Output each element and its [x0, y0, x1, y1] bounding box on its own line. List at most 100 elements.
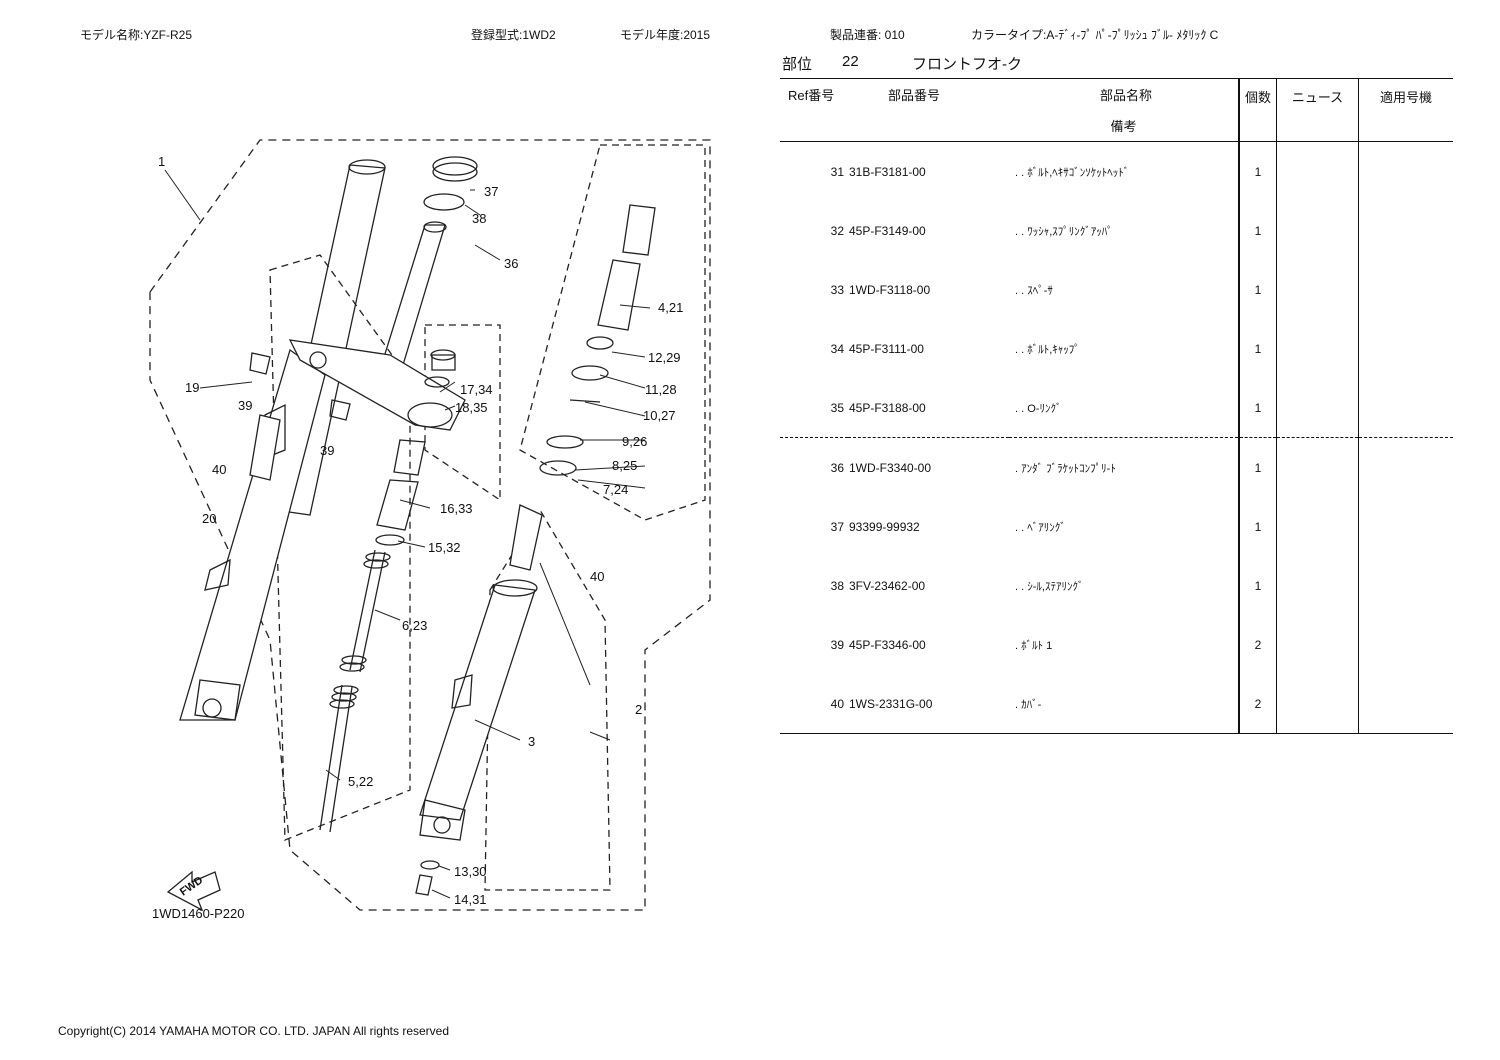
row-quantity: 2 — [1238, 674, 1277, 734]
callout: 11,28 — [645, 382, 677, 397]
callout: 36 — [504, 256, 518, 271]
table-row: 39 45P-F3346-00 . ﾎﾞﾙﾄ 1 2 — [780, 615, 1453, 674]
table-row: 35 45P-F3188-00 . . O-ﾘﾝｸﾞ 1 — [780, 378, 1453, 438]
model-year: モデル年度:2015 — [620, 28, 711, 42]
model-name: モデル名称:YZF-R25 — [80, 28, 193, 42]
table-row: 38 3FV-23462-00 . . ｼ-ﾙ,ｽﾃｱﾘﾝｸﾞ 1 — [780, 556, 1453, 615]
callout: 8,25 — [612, 458, 637, 473]
boundary-damper-group — [519, 144, 706, 521]
damper-rod — [319, 684, 353, 833]
table-row: 40 1WS-2331G-00 . ｶﾊﾞ- 2 — [780, 674, 1453, 734]
row-ref: 37 — [830, 519, 844, 534]
right-fork-outer-tube — [419, 579, 538, 841]
row-part-name: . . ｽﾍﾟ-ｻ — [1015, 284, 1053, 297]
row-ref: 38 — [830, 578, 844, 593]
callout: 40 — [590, 569, 604, 584]
callout: 1 — [158, 154, 165, 169]
table-row: 37 93399-99932 . . ﾍﾞｱﾘﾝｸﾞ 1 — [780, 497, 1453, 556]
registration-type: 登録型式:1WD2 — [471, 28, 556, 42]
row-quantity: 1 — [1238, 556, 1277, 615]
row-quantity: 1 — [1238, 437, 1277, 497]
callout: 19 — [185, 380, 199, 395]
callout: 4,21 — [658, 300, 683, 315]
diagram-code: 1WD1460-P220 — [152, 906, 245, 921]
callout: 37 — [484, 184, 498, 199]
serial-number: 製品連番: 010 — [830, 28, 905, 42]
row-part-number: 45P-F3111-00 — [849, 341, 924, 356]
leader-lines — [164, 169, 651, 899]
row-part-number: 45P-F3346-00 — [849, 637, 926, 652]
table-row: 32 45P-F3149-00 . . ﾜｯｼｬ,ｽﾌﾟﾘﾝｸﾞｱｯﾊﾟ 1 — [780, 201, 1453, 260]
col-ref: Ref番号 — [788, 88, 835, 103]
callout: 2 — [635, 702, 642, 717]
table-row: 33 1WD-F3118-00 . . ｽﾍﾟ-ｻ 1 — [780, 260, 1453, 319]
row-quantity: 1 — [1238, 319, 1277, 378]
callout: 7,24 — [603, 482, 628, 497]
col-news: ニュース — [1276, 78, 1359, 142]
row-quantity: 1 — [1238, 497, 1277, 556]
fork-spring — [349, 549, 386, 673]
callout: 3 — [528, 734, 535, 749]
callout: 18,35 — [455, 400, 488, 415]
row-quantity: 1 — [1238, 378, 1277, 438]
row-quantity: 1 — [1238, 141, 1277, 201]
col-quantity: 個数 — [1238, 78, 1277, 142]
callout: 12,29 — [648, 350, 681, 365]
row-part-number: 31B-F3181-00 — [849, 164, 926, 179]
cover-right — [509, 504, 543, 571]
callout: 6,23 — [402, 618, 427, 633]
bearing-seal — [423, 156, 478, 211]
table-row: 31 31B-F3181-00 . . ﾎﾞﾙﾄ,ﾍｷｻｺﾞﾝｿｹｯﾄﾍｯﾄﾞ … — [780, 141, 1453, 201]
row-part-number: 3FV-23462-00 — [849, 578, 926, 593]
callout: 17,34 — [460, 382, 493, 397]
left-fork-assembly — [179, 159, 386, 721]
row-quantity: 1 — [1238, 260, 1277, 319]
row-part-name: . . ﾎﾞﾙﾄ,ｷｬｯﾌﾟ — [1015, 343, 1080, 356]
row-part-name: . . ﾍﾞｱﾘﾝｸﾞ — [1015, 521, 1066, 534]
row-part-number: 1WD-F3118-00 — [849, 282, 931, 297]
row-quantity: 2 — [1238, 615, 1277, 674]
row-part-name: . . ﾜｯｼｬ,ｽﾌﾟﾘﾝｸﾞｱｯﾊﾟ — [1015, 225, 1113, 238]
row-ref: 36 — [780, 437, 848, 497]
parts-table: Ref番号 部品番号 部品名称 個数 ニュース 適用号機 備考 31 31B-F… — [780, 78, 1453, 734]
cover-left — [249, 414, 281, 481]
callout: 16,33 — [440, 501, 473, 516]
callout: 9,26 — [622, 434, 647, 449]
col-remarks: 備考 — [1110, 119, 1137, 134]
col-part-number: 部品番号 — [888, 88, 941, 103]
washer — [375, 534, 405, 546]
callout: 38 — [472, 211, 486, 226]
row-part-name: . . ｼ-ﾙ,ｽﾃｱﾘﾝｸﾞ — [1015, 580, 1084, 593]
right-inner-parts — [539, 204, 656, 476]
row-part-name: . . ﾎﾞﾙﾄ,ﾍｷｻｺﾞﾝｿｹｯﾄﾍｯﾄﾞ — [1015, 166, 1130, 179]
col-applicable: 適用号機 — [1379, 90, 1432, 105]
bottom-bolt — [415, 874, 433, 896]
row-part-number: 45P-F3188-00 — [849, 400, 926, 415]
col-part-name: 部品名称 — [1099, 88, 1152, 103]
callout: 13,30 — [454, 864, 487, 879]
fwd-arrow-icon — [166, 870, 221, 912]
table-row: 36 1WD-F3340-00 . ｱﾝﾀﾞ ﾌﾞﾗｹｯﾄｺﾝﾌﾟﾘ-ﾄ 1 — [780, 437, 1453, 497]
row-part-number: 45P-F3149-00 — [849, 223, 926, 238]
row-part-name: . ﾎﾞﾙﾄ 1 — [1015, 639, 1053, 652]
row-part-name: . ｶﾊﾞ- — [1015, 698, 1042, 711]
row-part-name: . ｱﾝﾀﾞ ﾌﾞﾗｹｯﾄｺﾝﾌﾟﾘ-ﾄ — [1009, 437, 1239, 497]
bolt-39 — [249, 352, 351, 421]
row-ref: 40 — [830, 696, 844, 711]
cap-bolt — [424, 349, 456, 388]
section-title: フロントフオ-ク — [912, 56, 1022, 73]
row-ref: 31 — [830, 164, 844, 179]
gasket — [420, 860, 440, 870]
steering-bracket — [288, 221, 466, 431]
callout: 20 — [202, 511, 216, 526]
row-ref: 32 — [830, 223, 844, 238]
callout: 15,32 — [428, 540, 461, 555]
spring-coils — [329, 552, 391, 709]
color-type: カラータイプ:A-ﾃﾞｨ-ﾌﾟ ﾊﾟ-ﾌﾟﾘｯｼｭ ﾌﾞﾙ- ﾒﾀﾘｯｸ C — [971, 28, 1219, 42]
copyright: Copyright(C) 2014 YAMAHA MOTOR CO. LTD. … — [58, 1024, 450, 1038]
boundary-inner-parts — [269, 254, 411, 841]
spacer — [376, 479, 419, 531]
row-ref: 39 — [830, 637, 844, 652]
row-part-name: . . O-ﾘﾝｸﾞ — [1015, 402, 1062, 415]
callout: 5,22 — [348, 774, 373, 789]
